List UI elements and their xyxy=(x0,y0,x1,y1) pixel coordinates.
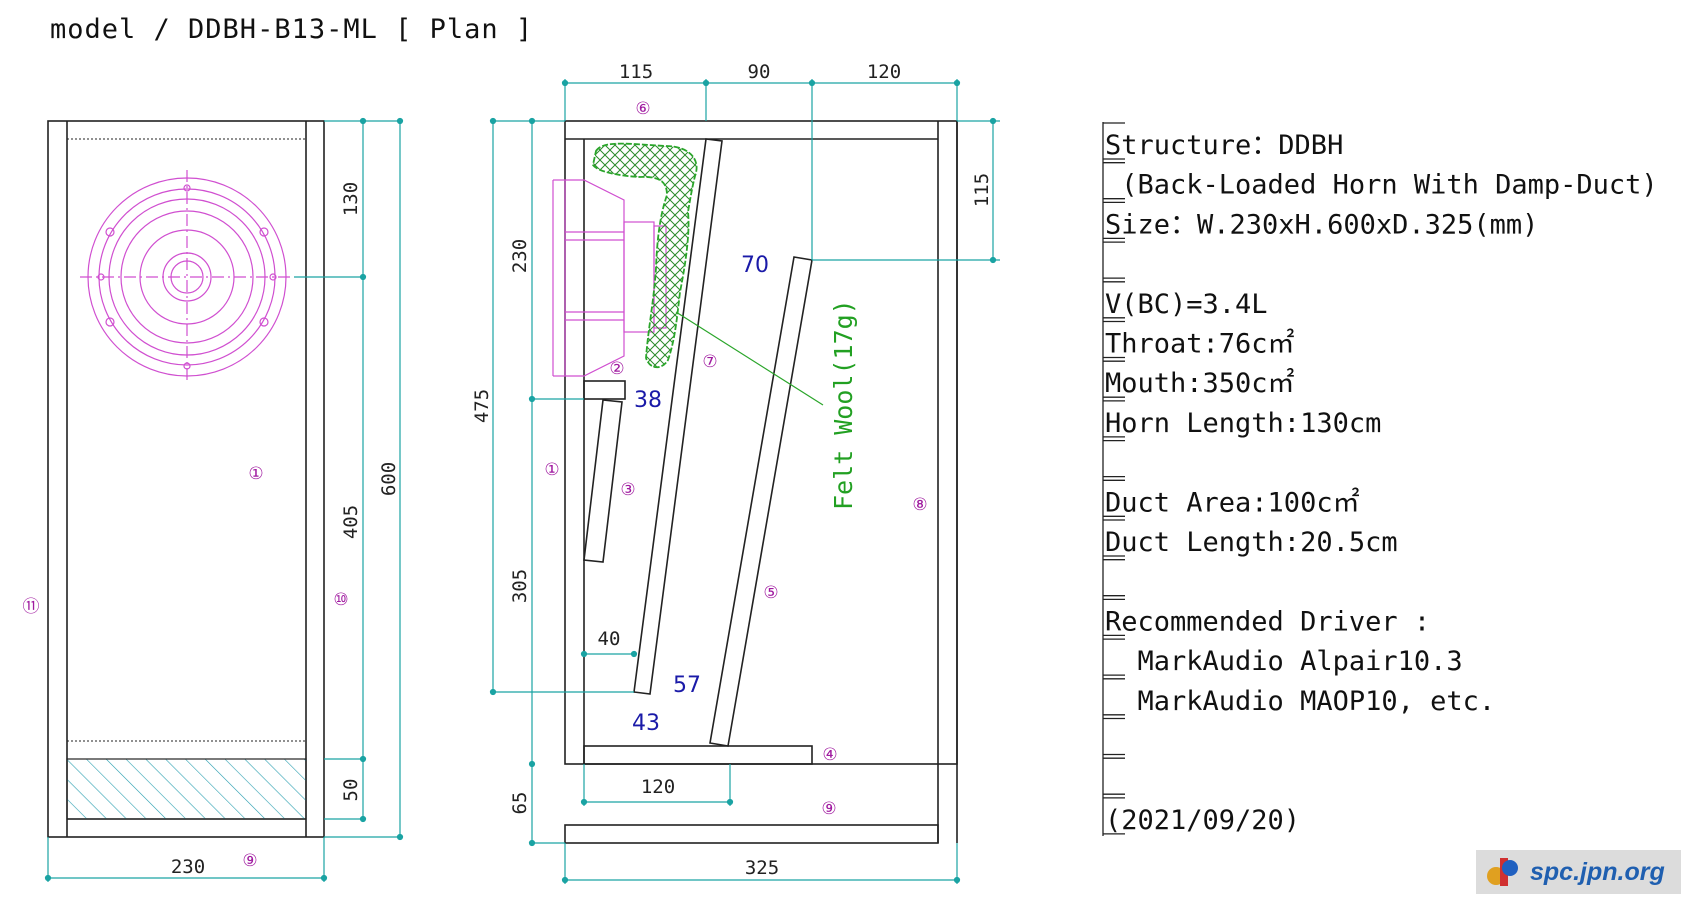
logo-icon xyxy=(1487,858,1518,886)
board-5 xyxy=(709,256,813,747)
side-dim-120-inner: 120 xyxy=(641,776,675,798)
number-38: 38 xyxy=(634,388,662,413)
number-57: 57 xyxy=(673,673,701,698)
felt-leader xyxy=(675,311,824,406)
front-dim-130: 130 xyxy=(340,182,362,216)
side-dim-115-top: 115 xyxy=(619,61,653,83)
side-dim-230: 230 xyxy=(509,239,531,273)
board-2 xyxy=(583,380,626,400)
spec-line: Duct Area:100c㎡ xyxy=(1105,487,1360,518)
side-dim-475: 475 xyxy=(471,389,493,423)
side-dimensions xyxy=(489,79,1000,884)
side-part-5: ⑤ xyxy=(763,583,778,603)
spec-line: Mouth:350c㎡ xyxy=(1105,368,1295,399)
side-part-8: ⑧ xyxy=(912,495,927,515)
side-dim-115-right: 115 xyxy=(971,173,993,207)
logo-badge xyxy=(1476,850,1681,894)
front-outer-panel xyxy=(47,120,325,838)
spec-line: Throat:76c㎡ xyxy=(1105,329,1295,360)
number-43: 43 xyxy=(632,711,660,736)
side-dim-65: 65 xyxy=(509,792,531,815)
side-dim-305: 305 xyxy=(509,569,531,603)
side-dim-40: 40 xyxy=(598,628,621,650)
side-part-6: ⑥ xyxy=(635,99,650,119)
side-part-3: ③ xyxy=(620,480,635,500)
spec-line: MarkAudio MAOP10, etc. xyxy=(1105,686,1495,717)
driver-front xyxy=(80,170,294,384)
front-dim-600: 600 xyxy=(378,462,400,496)
board-3 xyxy=(583,399,623,563)
front-part-baffle: ① xyxy=(248,464,263,484)
board-7 xyxy=(633,138,723,695)
front-dim-230: 230 xyxy=(171,856,205,878)
spec-line: Recommended Driver : xyxy=(1105,606,1430,637)
front-part-bottom: ⑨ xyxy=(242,851,257,871)
spec-line: Duct Length:20.5cm xyxy=(1105,527,1398,558)
spec-line: (2021/09/20) xyxy=(1105,805,1300,836)
side-part-4: ④ xyxy=(822,745,837,765)
spec-line: MarkAudio Alpair10.3 xyxy=(1105,646,1463,677)
front-part-outer: ⑪ xyxy=(23,597,40,617)
side-dim-90-top: 90 xyxy=(748,61,771,83)
number-70: 70 xyxy=(741,253,769,278)
side-part-9: ⑨ xyxy=(821,799,836,819)
felt-label: Felt Wool(17g) xyxy=(829,299,858,510)
side-bottom-board xyxy=(564,824,939,844)
spec-line: Size：W.230xH.600xD.325(mm) xyxy=(1105,209,1538,240)
board-4 xyxy=(583,745,813,765)
front-dimensions xyxy=(44,117,404,882)
front-dim-405: 405 xyxy=(340,505,362,539)
drawing-title: model / DDBH-B13-ML [ Plan ] xyxy=(50,14,534,45)
side-part-7: ⑦ xyxy=(702,352,717,372)
felt-wool xyxy=(592,142,698,369)
side-dim-120-top: 120 xyxy=(867,61,901,83)
front-view xyxy=(47,120,325,838)
front-part-side: ⑩ xyxy=(333,590,348,610)
spec-list: Structure：DDBH (Back-Loaded Horn With Da… xyxy=(1103,122,1658,836)
side-view xyxy=(564,120,958,844)
front-dim-50: 50 xyxy=(340,779,362,802)
spec-line: V(BC)=3.4L xyxy=(1105,289,1268,320)
duct-hatch xyxy=(66,758,307,820)
side-part-1: ① xyxy=(544,460,559,480)
spec-line: (Back-Loaded Horn With Damp-Duct) xyxy=(1105,170,1658,201)
side-dim-325: 325 xyxy=(745,857,779,879)
side-part-2: ② xyxy=(609,359,624,379)
logo-text: spc.jpn.org xyxy=(1530,858,1665,886)
spec-line: Structure：DDBH xyxy=(1105,130,1343,161)
spec-line: Horn Length:130cm xyxy=(1105,408,1381,439)
